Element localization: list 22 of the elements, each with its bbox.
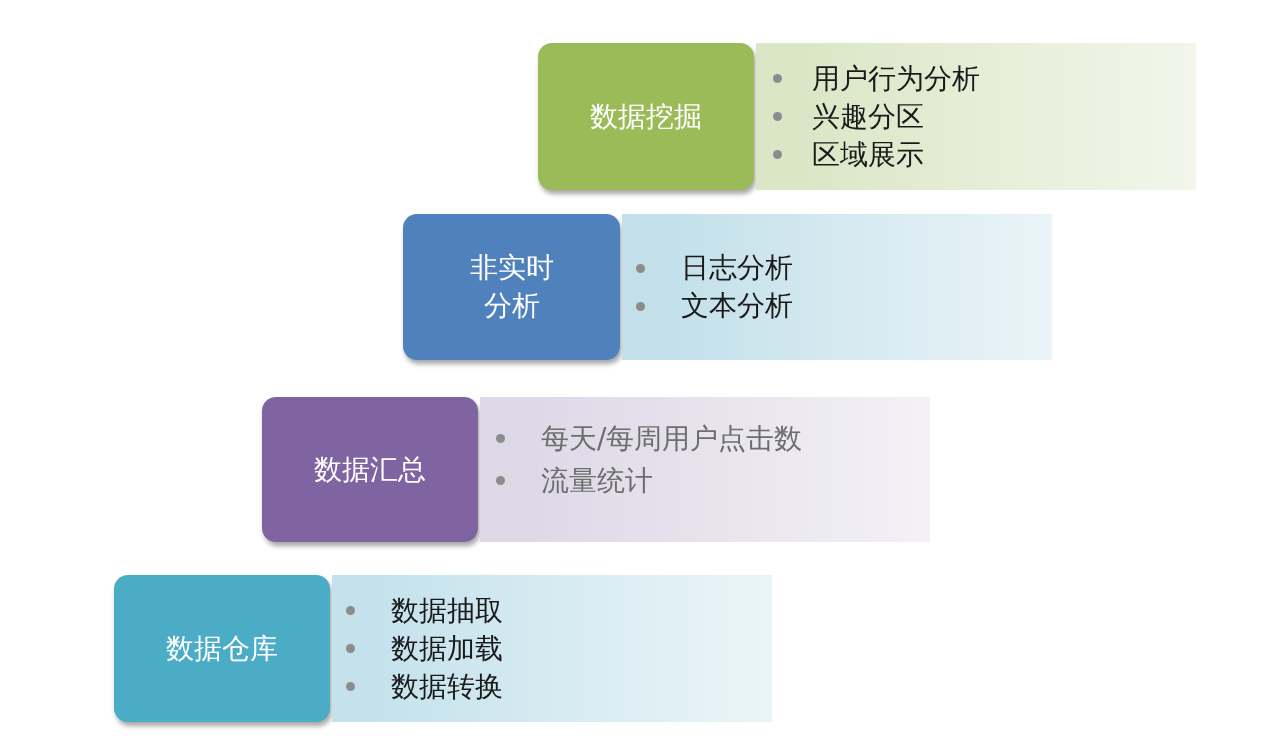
category-box: [538, 43, 754, 190]
box-label: 数据仓库: [166, 630, 278, 667]
gradient-band: [480, 397, 930, 542]
list-item: 流量统计: [541, 462, 653, 499]
list-item: 数据抽取: [391, 592, 503, 629]
category-box: [262, 397, 478, 542]
list-item: 每天/每周用户点击数: [541, 420, 803, 457]
category-box: [114, 575, 330, 722]
category-box: [403, 214, 620, 360]
list-item: 区域展示: [812, 136, 924, 173]
gradient-band: [756, 43, 1196, 190]
list-item: 数据加载: [391, 630, 503, 667]
box-label: 数据挖掘: [590, 98, 702, 135]
box-label: 数据汇总: [314, 451, 426, 488]
list-item: 数据转换: [391, 668, 503, 705]
list-item: 文本分析: [681, 288, 793, 324]
list-item: 日志分析: [681, 250, 793, 286]
list-item: 用户行为分析: [812, 60, 980, 97]
gradient-band: [622, 214, 1052, 360]
list-item: 兴趣分区: [812, 98, 924, 135]
box-label: 非实时分析: [468, 250, 555, 324]
gradient-band: [332, 575, 772, 722]
